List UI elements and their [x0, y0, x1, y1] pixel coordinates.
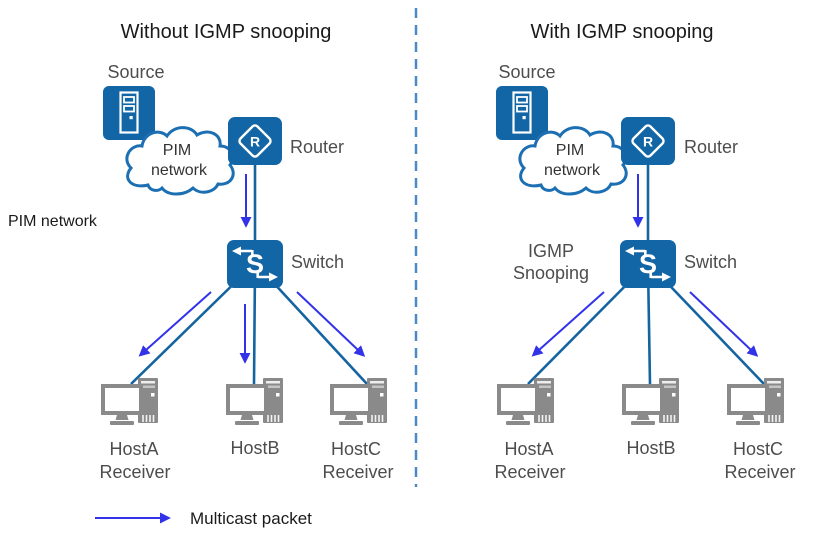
switch-label: Switch	[684, 252, 737, 272]
panel-title: With IGMP snooping	[530, 21, 713, 43]
hosta-icon	[101, 376, 160, 427]
hostb-icon	[622, 376, 681, 427]
source-label: Source	[107, 62, 164, 82]
hosta-role: Receiver	[494, 462, 565, 482]
pim-network-side-label: PIM network	[8, 213, 98, 230]
hosta-name: HostA	[109, 439, 158, 459]
source-label: Source	[498, 62, 555, 82]
multicast-arrow-switch-hosta	[531, 291, 605, 357]
panel-title: Without IGMP snooping	[121, 21, 332, 43]
multicast-arrow-switch-hostc	[296, 291, 366, 357]
panel-with-igmp-snooping: With IGMP snooping Source PIM network IG…	[494, 21, 795, 482]
hostb-name: HostB	[230, 438, 279, 458]
switch-label: Switch	[291, 252, 344, 272]
legend-multicast-label: Multicast packet	[190, 509, 312, 528]
igmp-snooping-annotation-line2: Snooping	[513, 263, 589, 283]
switch-icon	[225, 238, 285, 290]
hostc-name: HostC	[733, 439, 783, 459]
cloud-label-line2: network	[544, 162, 601, 179]
hosta-icon	[497, 376, 556, 427]
source-icon	[494, 84, 550, 142]
hostc-icon	[330, 376, 389, 427]
router-icon	[619, 115, 677, 167]
hostc-name: HostC	[331, 439, 381, 459]
switch-icon	[618, 238, 678, 290]
cloud-label-line1: PIM	[163, 142, 191, 159]
source-icon	[101, 84, 157, 142]
cloud-label-line2: network	[151, 162, 208, 179]
hostc-icon	[727, 376, 786, 427]
hosta-role: Receiver	[99, 462, 170, 482]
multicast-arrow-switch-hostc	[689, 291, 759, 357]
hostc-role: Receiver	[322, 462, 393, 482]
legend: Multicast packet	[95, 509, 312, 528]
router-label: Router	[290, 137, 344, 157]
cloud-label-line1: PIM	[556, 142, 584, 159]
hosta-name: HostA	[504, 439, 553, 459]
router-label: Router	[684, 137, 738, 157]
hostb-name: HostB	[626, 438, 675, 458]
multicast-arrow-switch-hosta	[138, 291, 212, 357]
hostb-icon	[226, 376, 285, 427]
router-icon	[226, 115, 284, 167]
hostc-role: Receiver	[724, 462, 795, 482]
panel-without-igmp-snooping: Without IGMP snooping Source PIM network…	[99, 21, 393, 482]
igmp-snooping-annotation-line1: IGMP	[528, 241, 574, 261]
